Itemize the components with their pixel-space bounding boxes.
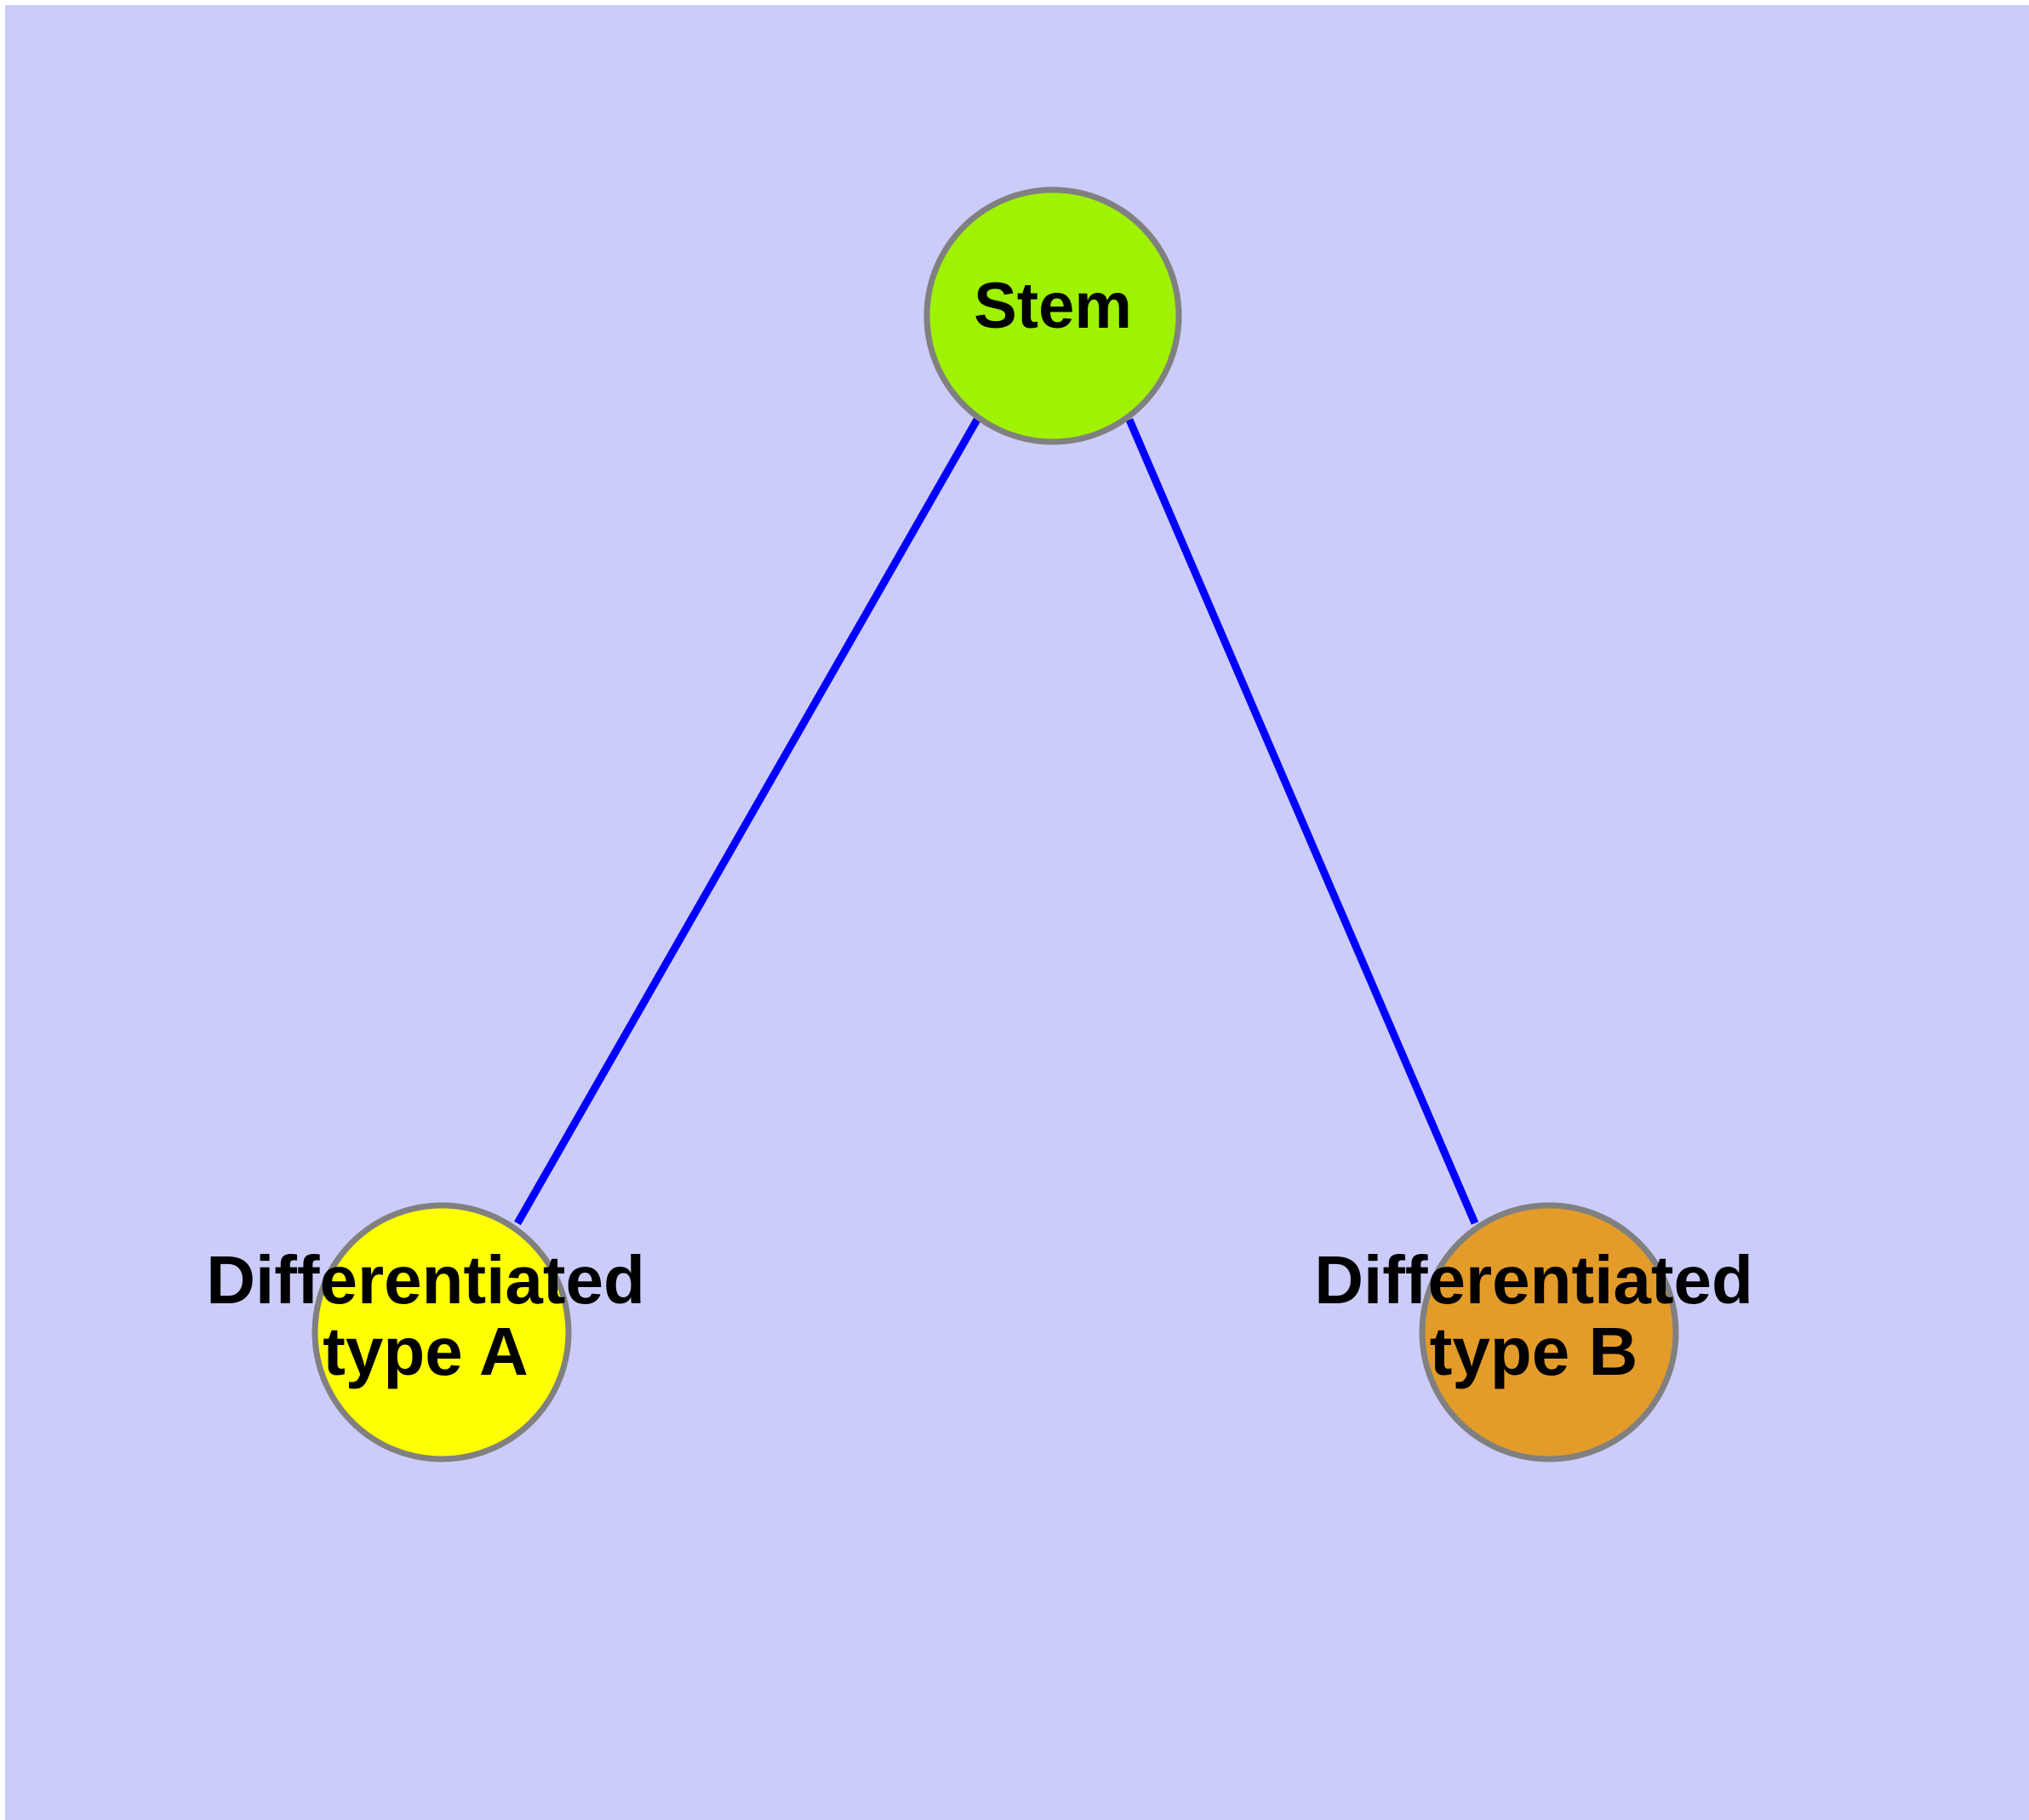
edge-layer [514, 417, 1479, 1226]
node-layer [311, 186, 1679, 1462]
node-differentiated-type-a[interactable] [311, 1202, 572, 1462]
edge-stem-to-diff-a [514, 417, 980, 1226]
node-stem[interactable] [923, 186, 1182, 445]
edge-stem-to-diff-b [1125, 418, 1479, 1225]
node-differentiated-type-b[interactable] [1419, 1202, 1679, 1462]
